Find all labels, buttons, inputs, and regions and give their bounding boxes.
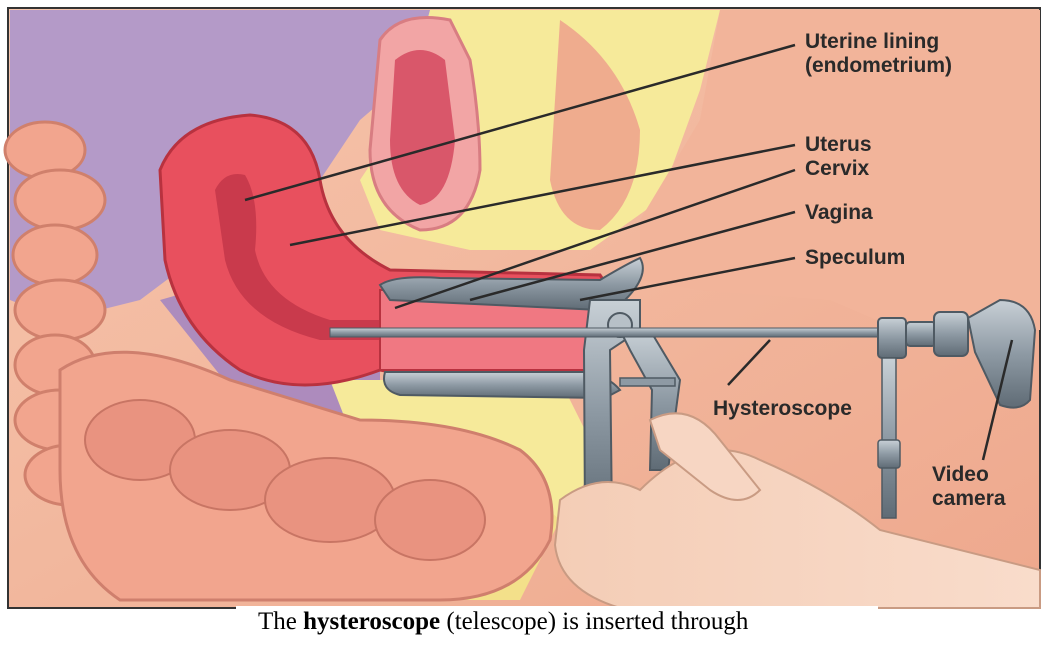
caption-suffix: (telescope) is inserted through xyxy=(440,608,748,635)
label-uterus: Uterus xyxy=(805,133,872,157)
caption-bold-term: hysteroscope xyxy=(303,608,440,635)
hysteroscope-rod xyxy=(330,328,885,337)
label-video-camera-line2: camera xyxy=(932,487,1006,511)
label-video-camera-line1: Video xyxy=(932,463,1006,487)
hysteroscopy-illustration xyxy=(0,0,1047,633)
label-uterine-lining-line2: (endometrium) xyxy=(805,54,952,78)
label-video-camera: Video camera xyxy=(932,463,1006,511)
label-speculum: Speculum xyxy=(805,246,905,270)
label-cervix: Cervix xyxy=(805,157,869,181)
label-vagina: Vagina xyxy=(805,201,873,225)
label-uterine-lining-line1: Uterine lining xyxy=(805,30,952,54)
label-hysteroscope: Hysteroscope xyxy=(713,397,852,421)
caption-prefix: The xyxy=(258,608,303,635)
label-uterine-lining: Uterine lining (endometrium) xyxy=(805,30,952,78)
